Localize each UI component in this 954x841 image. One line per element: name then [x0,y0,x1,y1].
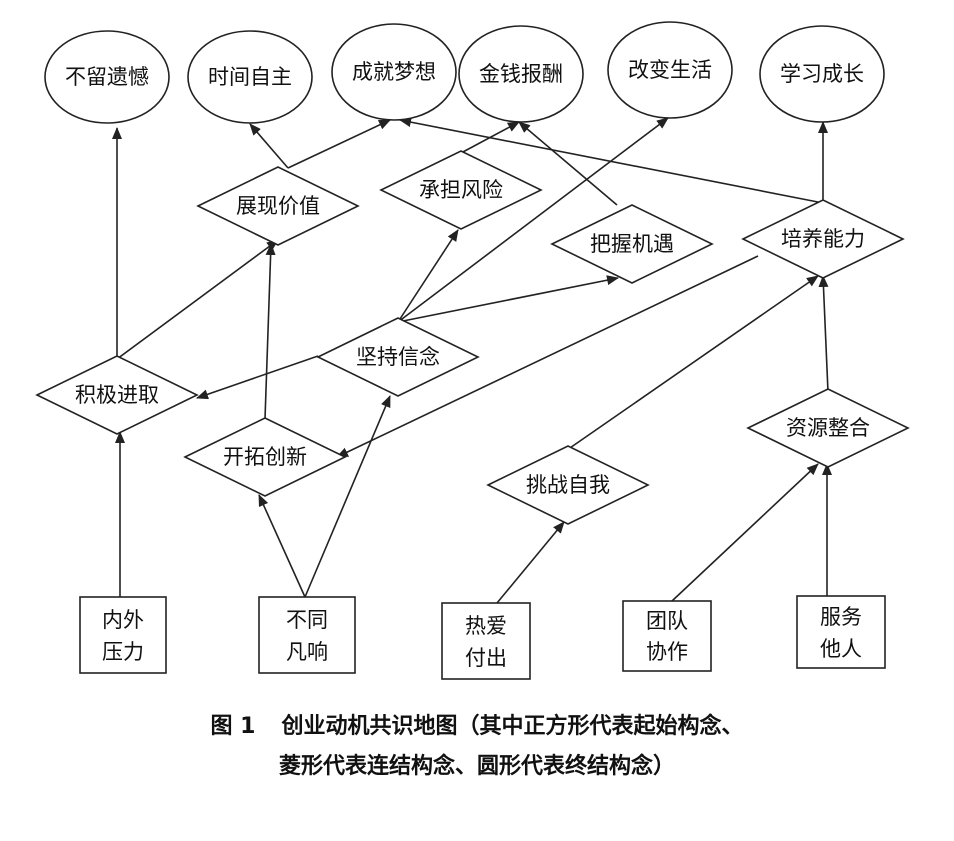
edge-jianchi-bawo [397,275,619,323]
svg-text:金钱报酬: 金钱报酬 [479,62,563,86]
node-buliuyihan: 不留遗憾 [44,30,170,124]
node-tuanduixiezuo: 团队 协作 [622,600,712,672]
node-jijijinqu: 积极进取 [35,355,199,435]
svg-text:挑战自我: 挑战自我 [526,473,610,497]
edge-kaituo-zhanxian [264,243,276,420]
edge-zhanxian-shijian [249,123,289,169]
node-jianchixinnian: 坚持信念 [316,317,480,397]
edge-tuandui-ziyuan [671,463,819,602]
edge-peiyang-chengjiu [399,117,824,204]
node-jinqianbaochou: 金钱报酬 [458,25,584,123]
svg-text:他人: 他人 [820,637,862,661]
connecting-nodes: 展现价值 承担风险 把握机遇 培养能力 坚持信念 积极进取 开拓创新 挑战自我 [35,150,910,525]
node-chengdanfengxian: 承担风险 [379,150,543,230]
node-ziyuanzhenghe: 资源整合 [746,388,910,468]
edge-jianchi-chengdan [397,229,459,323]
starting-nodes: 内外 压力 不同 凡响 热爱 付出 团队 协作 服务 他人 [79,595,886,680]
terminal-nodes: 不留遗憾 时间自主 成就梦想 金钱报酬 改变生活 学习成长 [44,21,885,124]
svg-text:热爱: 热爱 [465,614,507,638]
svg-text:团队: 团队 [646,609,688,633]
edge-jianchi-jiji [196,355,319,400]
node-xuexichengzhang: 学习成长 [759,25,885,123]
svg-text:成就梦想: 成就梦想 [352,60,436,84]
node-shijianzizhu: 时间自主 [187,30,313,124]
node-gaibianshenghuo: 改变生活 [607,21,733,119]
node-zhanxianjiazhi: 展现价值 [196,166,360,246]
edges [112,117,832,604]
node-reaifuchu: 热爱 付出 [441,602,531,680]
caption-figure-number: 图 1 [210,714,256,739]
svg-text:服务: 服务 [820,605,862,629]
svg-text:资源整合: 资源整合 [786,416,870,440]
svg-text:坚持信念: 坚持信念 [356,345,440,369]
caption-line-2: 菱形代表连结构念、圆形代表终结构念） [278,754,675,779]
edge-butong-jianchi [304,395,391,598]
caption-text-1: 创业动机共识地图（其中正方形代表起始构念、 [281,714,744,739]
svg-text:展现价值: 展现价值 [236,194,320,218]
svg-text:学习成长: 学习成长 [780,62,864,86]
node-tiaozhanziwo: 挑战自我 [486,445,650,525]
svg-text:承担风险: 承担风险 [419,178,503,202]
caption-line-1: 图 1 创业动机共识地图（其中正方形代表起始构念、 [0,707,954,747]
node-neiwaiyali: 内外 压力 [79,596,167,674]
edge-zhanxian-chengjiu [287,119,391,169]
svg-text:时间自主: 时间自主 [208,65,292,89]
figure-caption: 图 1 创业动机共识地图（其中正方形代表起始构念、 菱形代表连结构念、圆形代表终结… [0,707,954,787]
svg-text:凡响: 凡响 [286,640,328,664]
node-butongfanxiang: 不同 凡响 [258,596,356,674]
edge-butong-kaituo [258,494,306,598]
svg-text:付出: 付出 [465,646,507,670]
svg-text:不同: 不同 [286,608,328,632]
svg-text:压力: 压力 [102,640,144,664]
svg-text:协作: 协作 [646,640,688,664]
edge-reai-tiaozhan [496,521,565,604]
edge-peiyang-kaituo [336,255,759,458]
consensus-map-diagram: 不留遗憾 时间自主 成就梦想 金钱报酬 改变生活 学习成长 展现价值 [35,21,910,680]
svg-text:开拓创新: 开拓创新 [223,445,307,469]
svg-text:改变生活: 改变生活 [628,58,712,82]
edge-ziyuan-peiyang [818,275,829,393]
edge-tiaozhan-peiyang [566,275,819,451]
node-chengjiumengxiang: 成就梦想 [331,23,457,121]
node-fuwutaren: 服务 他人 [796,595,886,669]
edge-jiji-zhanxian [116,239,279,360]
svg-text:培养能力: 培养能力 [781,227,865,251]
node-peiyangnengli: 培养能力 [741,199,905,279]
edge-bawo-jinqian [518,121,618,206]
edge-jianchi-gaibian [397,117,669,323]
node-bawojiyu: 把握机遇 [550,204,714,284]
node-kaituochuangxin: 开拓创新 [183,417,347,497]
svg-text:把握机遇: 把握机遇 [590,232,674,256]
svg-text:不留遗憾: 不留遗憾 [65,65,149,89]
svg-text:积极进取: 积极进取 [75,383,159,407]
svg-text:内外: 内外 [102,608,144,632]
